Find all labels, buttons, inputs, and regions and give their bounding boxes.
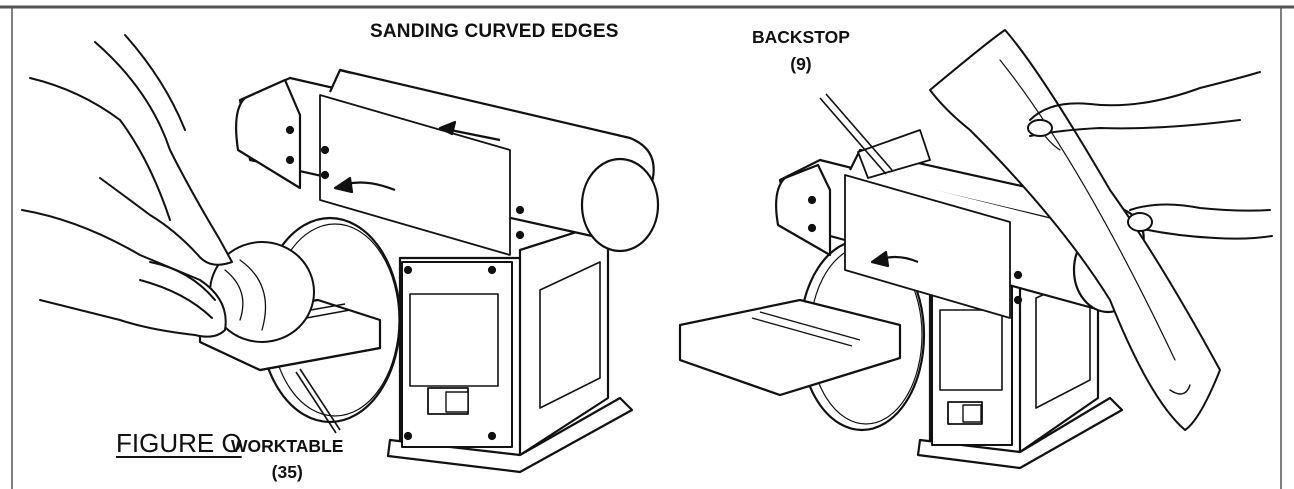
callout-backstop-number: (9) — [790, 54, 812, 74]
callout-leaders — [295, 93, 893, 434]
figure-title: SANDING CURVED EDGES — [370, 21, 619, 42]
left-hands-with-workpiece — [21, 34, 315, 343]
callout-backstop: BACKSTOP (9) — [752, 24, 850, 78]
callout-worktable-name: WORKTABLE — [231, 436, 344, 456]
left-belt-disc-sander — [198, 68, 660, 474]
callout-worktable-number: (35) — [271, 462, 303, 482]
callout-backstop-name: BACKSTOP — [752, 27, 850, 47]
right-hands-with-board — [929, 29, 1273, 431]
page-frame — [0, 5, 1294, 489]
figure-caption: FIGURE O — [116, 428, 242, 458]
callout-worktable: WORKTABLE (35) — [231, 433, 343, 485]
